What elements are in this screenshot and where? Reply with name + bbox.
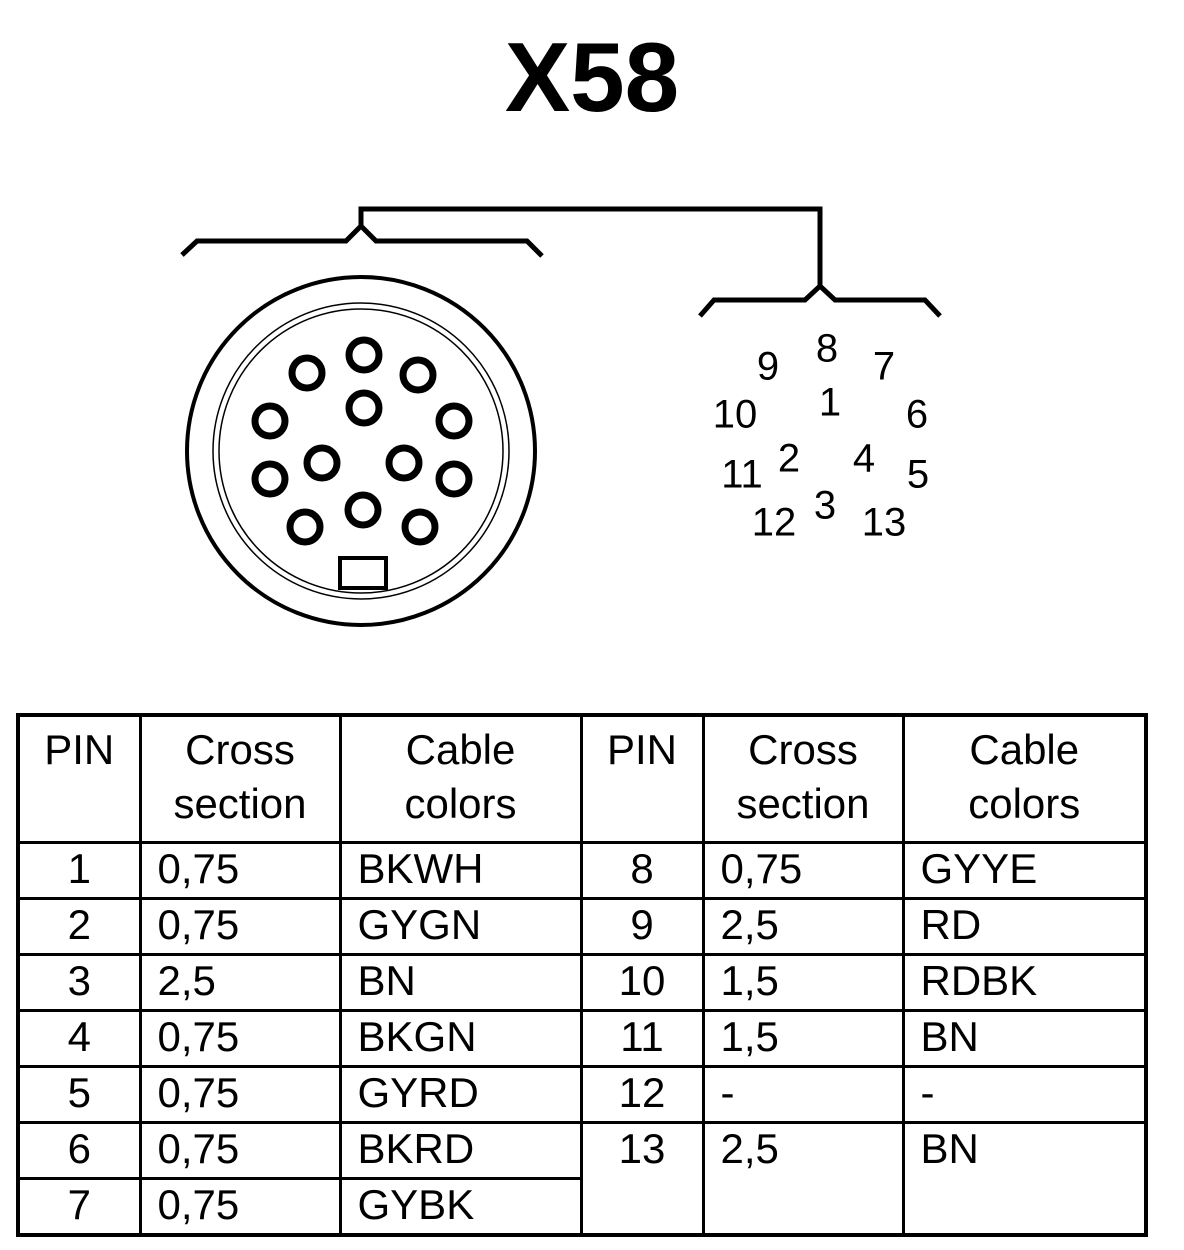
pin-hole (251, 460, 289, 498)
pin-hole (401, 508, 439, 546)
pin-cell: 5 (16, 1065, 142, 1124)
cross-section-cell: 2,5 (138, 953, 342, 1012)
pin-cell: 8 (579, 841, 705, 900)
pin-cell: 13 (579, 1121, 705, 1237)
pin-number-label: 3 (814, 484, 836, 528)
pin-hole (399, 356, 437, 394)
cross-section-cell: 0,75 (138, 1065, 342, 1124)
pin-number-label: 9 (757, 345, 779, 389)
connector-key (338, 556, 388, 590)
cross-section-cell: 1,5 (701, 953, 905, 1012)
pin-hole (345, 336, 383, 374)
cross-section-cell: 0,75 (138, 1177, 342, 1237)
cable-color-cell: BN (901, 1121, 1148, 1237)
pin-cell: 12 (579, 1065, 705, 1124)
pin-hole (435, 402, 473, 440)
pin-hole (303, 444, 341, 482)
pin-cell: 10 (579, 953, 705, 1012)
pin-number-label: 5 (907, 453, 929, 497)
pin-cell: 9 (579, 897, 705, 956)
cross-section-cell: 0,75 (701, 841, 905, 900)
pin-hole (251, 402, 289, 440)
pin-cell: 2 (16, 897, 142, 956)
pin-cell: 11 (579, 1009, 705, 1068)
cross-section-cell: 0,75 (138, 841, 342, 900)
cross-section-cell: 0,75 (138, 1121, 342, 1180)
pin-number-label: 11 (721, 453, 763, 497)
view-bracket (180, 206, 942, 318)
cable-color-cell: BN (338, 953, 583, 1012)
pin-number-label: 1 (819, 381, 841, 425)
pin-hole (288, 354, 326, 392)
pin-cell: 7 (16, 1177, 142, 1237)
pin-cell: 4 (16, 1009, 142, 1068)
table-row: 5 0,75 GYRD 12 - - (16, 1065, 1148, 1124)
cable-color-cell: BKGN (338, 1009, 583, 1068)
cross-section-cell: - (701, 1065, 905, 1124)
pin-hole (345, 389, 383, 427)
table-row: 4 0,75 BKGN 11 1,5 BN (16, 1009, 1148, 1068)
table-row: 3 2,5 BN 10 1,5 RDBK (16, 953, 1148, 1012)
pin-number-label: 2 (778, 437, 800, 481)
pin-hole (385, 444, 423, 482)
diagram-title: X58 (504, 22, 680, 132)
cable-color-cell: BKRD (338, 1121, 583, 1180)
pin-hole (286, 508, 324, 546)
cable-color-cell: RD (901, 897, 1148, 956)
pin-number-label: 6 (906, 393, 928, 437)
pin-number-label: 7 (873, 345, 895, 389)
cable-color-cell: - (901, 1065, 1148, 1124)
header-pin: PIN (579, 713, 705, 844)
cable-color-cell: BN (901, 1009, 1148, 1068)
pin-cell: 1 (16, 841, 142, 900)
cable-color-cell: GYYE (901, 841, 1148, 900)
cross-section-cell: 0,75 (138, 897, 342, 956)
cross-section-cell: 1,5 (701, 1009, 905, 1068)
cross-section-cell: 2,5 (701, 897, 905, 956)
pin-hole (435, 460, 473, 498)
cable-color-cell: BKWH (338, 841, 583, 900)
table-row: 2 0,75 GYGN 9 2,5 RD (16, 897, 1148, 956)
cable-color-cell: RDBK (901, 953, 1148, 1012)
pin-cell: 6 (16, 1121, 142, 1180)
pin-number-label: 10 (713, 393, 758, 437)
cable-color-cell: GYRD (338, 1065, 583, 1124)
pin-hole (344, 491, 382, 529)
pin-number-label: 13 (862, 501, 907, 545)
cable-color-cell: GYBK (338, 1177, 583, 1237)
cross-section-cell: 2,5 (701, 1121, 905, 1237)
table-row: 6 0,75 BKRD 13 2,5 BN (16, 1121, 1148, 1237)
table-row: 7 0,75 GYBK (16, 1177, 1146, 1237)
pin-cell: 3 (16, 953, 142, 1012)
cross-section-cell: 0,75 (138, 1009, 342, 1068)
connector-face (185, 275, 537, 627)
table-row: 1 0,75 BKWH 8 0,75 GYYE (16, 841, 1148, 900)
pin-number-label: 8 (816, 327, 838, 371)
cable-color-cell: GYGN (338, 897, 583, 956)
pin-number-label: 12 (752, 501, 797, 545)
pin-number-label: 4 (853, 437, 875, 481)
header-pin: PIN (16, 713, 142, 844)
